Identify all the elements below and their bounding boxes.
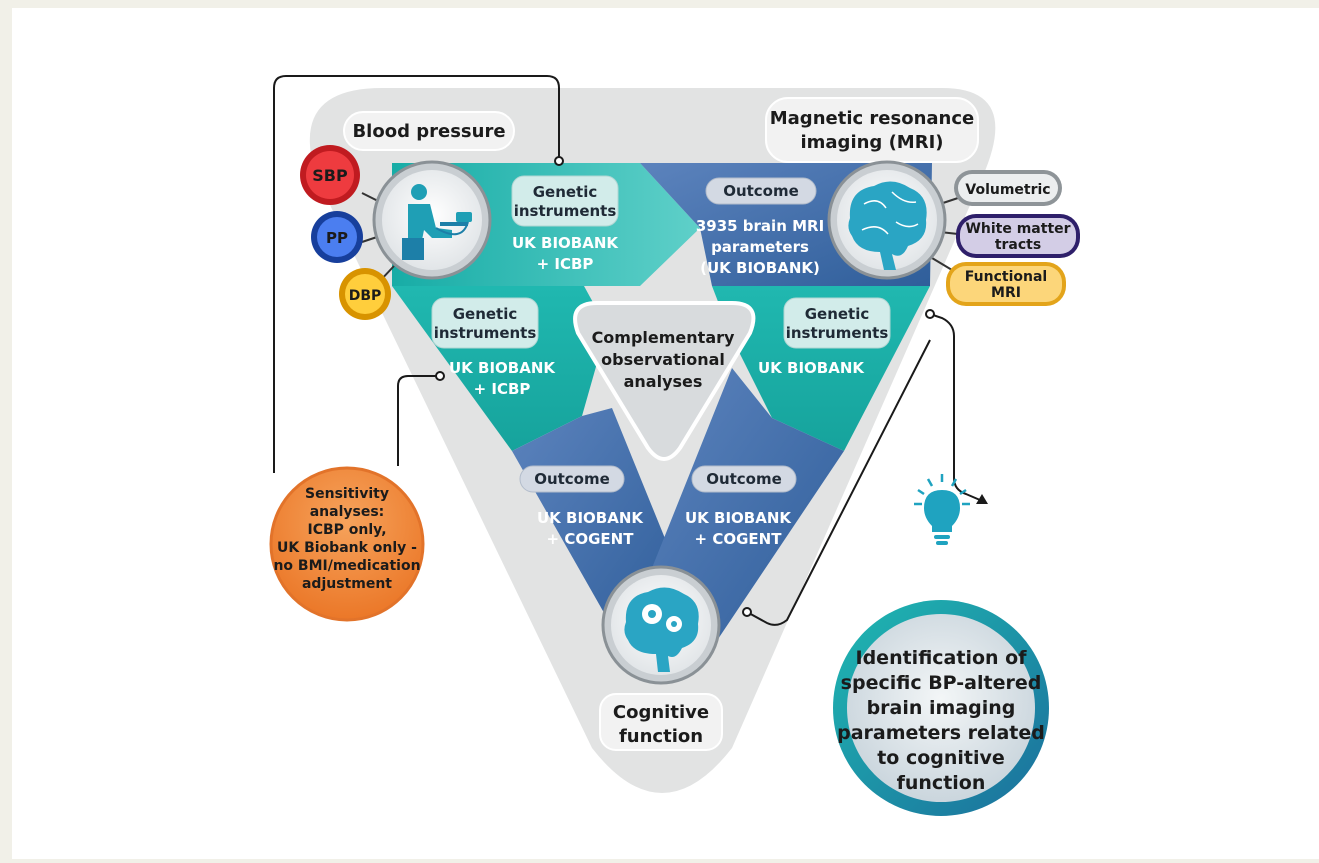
- result-line6: function: [897, 772, 986, 794]
- top-left-source-line1: UK BIOBANK: [512, 234, 619, 252]
- sensitivity-line1: Sensitivity: [305, 486, 389, 502]
- center-triangle: [573, 301, 756, 461]
- lightbulb-icon: [914, 474, 970, 506]
- bottom-right-tag-label: Outcome: [706, 470, 782, 488]
- sensitivity-line2: analyses:: [310, 504, 385, 520]
- bottom-left-line1: UK BIOBANK: [537, 509, 644, 527]
- mri-label-1: Magnetic resonance: [770, 108, 975, 129]
- bottom-left-line2: + COGENT: [547, 530, 635, 548]
- volumetric-pill: Volumetric: [954, 170, 1062, 206]
- pp-label: PP: [326, 229, 348, 247]
- cognitive-function-pill: [599, 693, 723, 751]
- top-right-line3: (UK BIOBANK): [700, 259, 820, 277]
- right-arm-source: UK BIOBANK: [758, 359, 865, 377]
- patient-bp-measurement-icon: [372, 160, 492, 280]
- left-arm-tag-line2: instruments: [434, 324, 537, 342]
- arrowhead: [976, 494, 988, 504]
- center-label-3: analyses: [624, 372, 703, 391]
- outcome-tag: [519, 465, 625, 493]
- diagram-canvas: Complementary observational analyses SBP…: [12, 8, 1319, 859]
- genetic-instruments-tag-line1: Genetic: [533, 183, 598, 201]
- sensitivity-analyses-circle: Sensitivity analyses: ICBP only, UK Biob…: [269, 466, 425, 622]
- left-arm-source-line1: UK BIOBANK: [449, 359, 556, 377]
- pp-badge: PP: [311, 211, 363, 263]
- connector-right-to-bulb: [929, 313, 981, 501]
- left-arm-tag-line1: Genetic: [453, 305, 518, 323]
- segment-bottom-right: [652, 368, 844, 648]
- left-arm-source-line2: + ICBP: [474, 380, 531, 398]
- blood-pressure-pill: [343, 111, 515, 151]
- functional-mri-pill: Functional MRI: [946, 262, 1066, 306]
- result-line5: to cognitive: [877, 747, 1005, 769]
- genetic-instruments-tag: [431, 297, 539, 349]
- genetic-instruments-tag: [511, 175, 619, 227]
- lightbulb-base: [934, 535, 950, 539]
- white-matter-label-1: White matter: [965, 221, 1070, 237]
- connector-sensitivity-left: [397, 375, 440, 466]
- functional-label-2: MRI: [991, 285, 1021, 301]
- genetic-instruments-tag-line2: instruments: [514, 202, 617, 220]
- dbp-label: DBP: [349, 288, 382, 304]
- top-right-line2: parameters: [711, 238, 809, 256]
- genetic-instruments-tag: [783, 297, 891, 349]
- top-left-source-line2: + ICBP: [537, 255, 594, 273]
- sensitivity-line5: no BMI/medication: [273, 558, 420, 574]
- result-line1: Identification of: [856, 647, 1028, 669]
- connector-dot: [925, 309, 935, 319]
- center-label-2: observational: [601, 350, 725, 369]
- link-functional: [931, 257, 953, 271]
- sensitivity-line6: adjustment: [302, 576, 392, 592]
- white-matter-label-2: tracts: [995, 237, 1041, 253]
- blood-pressure-label: Blood pressure: [352, 121, 505, 142]
- result-line3: brain imaging: [867, 697, 1016, 719]
- connector-cognitive-to-bulb: [746, 339, 931, 626]
- lightbulb-body: [924, 490, 960, 532]
- white-matter-pill: White matter tracts: [956, 214, 1080, 258]
- mri-label-2: imaging (MRI): [800, 132, 943, 153]
- brain-gears-icon: [601, 565, 721, 685]
- outcome-tag-label: Outcome: [723, 182, 799, 200]
- top-right-line1: 3935 brain MRI: [696, 217, 824, 235]
- result-line2: specific BP-altered: [841, 672, 1042, 694]
- right-arm-tag-line1: Genetic: [805, 305, 870, 323]
- functional-label-1: Functional: [965, 269, 1047, 285]
- lightbulb-base: [936, 541, 948, 545]
- result-line4: parameters related: [837, 722, 1045, 744]
- connector-dot: [435, 371, 445, 381]
- connector-dot: [742, 607, 752, 617]
- right-arm-tag-line2: instruments: [786, 324, 889, 342]
- brain-icon: [827, 160, 947, 280]
- bottom-right-line1: UK BIOBANK: [685, 509, 792, 527]
- outcome-tag: [705, 177, 817, 205]
- mri-pill: [765, 97, 979, 163]
- bottom-right-line2: + COGENT: [695, 530, 783, 548]
- cognitive-label-1: Cognitive: [613, 702, 709, 723]
- center-label-1: Complementary: [592, 328, 735, 347]
- sbp-badge: SBP: [300, 145, 360, 205]
- cognitive-label-2: function: [619, 726, 703, 747]
- dbp-badge: DBP: [339, 268, 391, 320]
- sensitivity-line3: ICBP only,: [307, 522, 386, 538]
- sensitivity-line4: UK Biobank only -: [277, 540, 417, 556]
- bottom-left-tag-label: Outcome: [534, 470, 610, 488]
- diagram-svg: Complementary observational analyses SBP…: [269, 75, 1080, 816]
- result-circle: Identification of specific BP-altered br…: [833, 600, 1049, 816]
- sbp-label: SBP: [312, 166, 348, 185]
- connector-dot: [554, 156, 564, 166]
- connector-sensitivity-top: [273, 75, 560, 473]
- volumetric-label: Volumetric: [965, 182, 1050, 198]
- outcome-tag: [691, 465, 797, 493]
